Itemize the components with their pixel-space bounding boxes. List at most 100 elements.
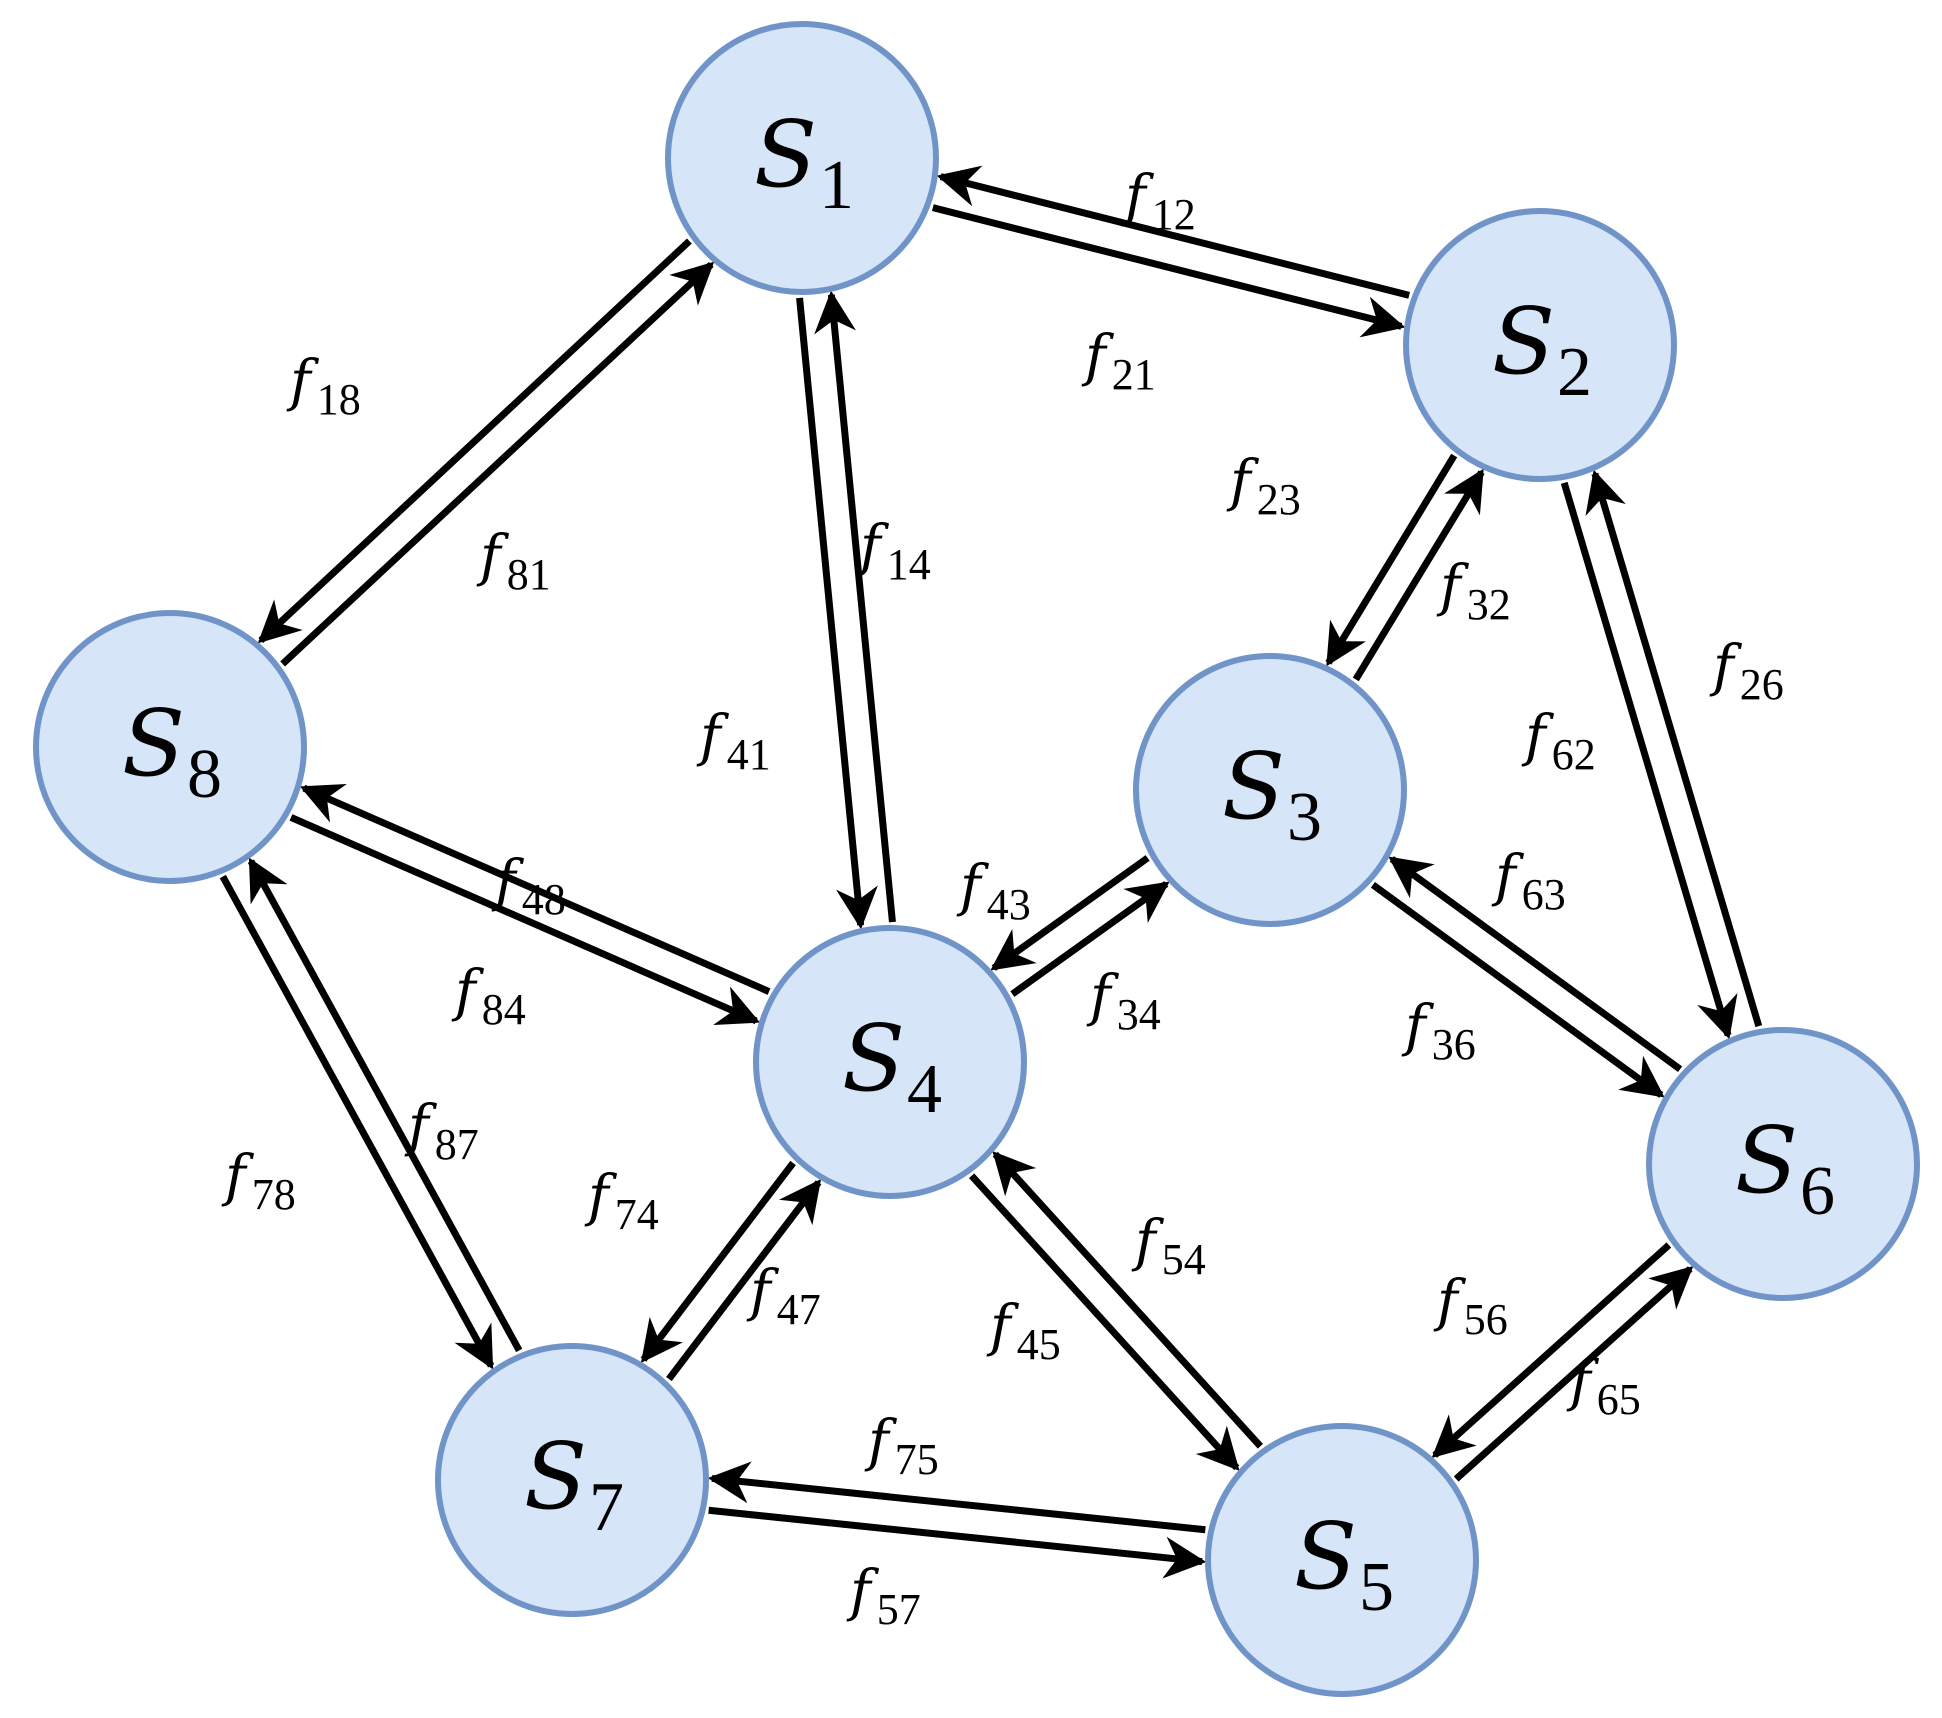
edge-label-letter: f [286, 349, 320, 414]
edge-label-subscript: 56 [1464, 1295, 1508, 1344]
edge-label-letter: f [1709, 634, 1743, 699]
edge-arrow-62 [1585, 469, 1763, 1028]
edge-label-letter: f [846, 1559, 880, 1624]
edge-arrow-84 [289, 814, 761, 1026]
edge-label-subscript: 84 [482, 985, 526, 1034]
edge-arrow-14 [796, 297, 878, 930]
node-label-letter: S [1492, 288, 1555, 395]
edge-arrow-75 [708, 1506, 1207, 1579]
node-s6: S6 [1646, 1027, 1920, 1301]
edge-label-letter: f [1433, 1269, 1467, 1334]
node-label-letter: S [754, 101, 817, 208]
edge-arrow-57 [707, 1461, 1206, 1534]
edge-label-subscript: 75 [895, 1435, 939, 1484]
node-label-subscript: 1 [819, 147, 854, 224]
edge-label-subscript: 43 [987, 880, 1031, 929]
edge-arrow-63 [1388, 856, 1683, 1072]
edge-label-letter: f [1131, 1209, 1165, 1274]
edge-label-letter: f [1436, 554, 1470, 619]
node-label: S3 [1222, 733, 1322, 856]
node-s1: S1 [665, 21, 939, 295]
edge-label-subscript: 54 [1162, 1235, 1206, 1284]
node-circle [665, 21, 939, 295]
edge-label-letter: f [1401, 994, 1435, 1059]
edge-label-subscript: 48 [522, 875, 566, 924]
edge-label-letter: f [1081, 324, 1115, 389]
edge-label-subscript: 34 [1117, 990, 1161, 1039]
node-s2: S2 [1403, 208, 1677, 482]
edge-label-letter: f [986, 1294, 1020, 1359]
node-label-subscript: 8 [187, 736, 222, 813]
edge-label-letter: f [746, 1259, 780, 1324]
node-circle [1403, 208, 1677, 482]
edge-label-letter: f [696, 704, 730, 769]
edge-label-subscript: 47 [777, 1285, 821, 1334]
edge-label-subscript: 62 [1552, 730, 1596, 779]
edge-label-subscript: 78 [252, 1170, 296, 1219]
edge-label-subscript: 12 [1152, 190, 1196, 239]
edge-arrow-54 [992, 1151, 1263, 1449]
edge-label-subscript: 36 [1432, 1020, 1476, 1069]
node-label-subscript: 3 [1287, 779, 1322, 856]
node-label-subscript: 2 [1557, 334, 1592, 411]
node-label: S7 [524, 1423, 624, 1546]
edge-label-letter: f [1521, 704, 1555, 769]
node-circle [1646, 1027, 1920, 1301]
node-label-subscript: 7 [589, 1469, 624, 1546]
edge-label-subscript: 74 [615, 1190, 659, 1239]
edge-label-letter: f [1491, 844, 1525, 909]
edge-arrow-48 [299, 783, 771, 995]
node-s8: S8 [33, 610, 307, 884]
edge-arrow-78 [247, 857, 523, 1353]
edge-label-letter: f [864, 1409, 898, 1474]
node-label-letter: S [1222, 733, 1285, 840]
edge-label-subscript: 57 [877, 1585, 921, 1634]
edge-label-subscript: 23 [1257, 475, 1301, 524]
node-label-subscript: 6 [1800, 1153, 1835, 1230]
edge-arrow-74 [666, 1179, 822, 1382]
node-label-subscript: 4 [907, 1051, 942, 1128]
node-label: S2 [1492, 288, 1592, 411]
node-label: S8 [122, 690, 222, 813]
node-label: S5 [1294, 1503, 1394, 1626]
edge-label-subscript: 63 [1522, 870, 1566, 919]
edge-label-letter: f [1086, 964, 1120, 1029]
node-s4: S4 [753, 925, 1027, 1199]
node-label: S4 [842, 1005, 942, 1128]
edge-label-subscript: 45 [1017, 1320, 1061, 1369]
edge-arrow-87 [219, 874, 495, 1370]
edge-label-subscript: 32 [1467, 580, 1511, 629]
edge-arrow-56 [1453, 1265, 1694, 1482]
edge-label-subscript: 14 [887, 540, 931, 589]
node-circle [435, 1343, 709, 1617]
edge-arrow-65 [1431, 1242, 1672, 1459]
edge-arrow-32 [1352, 468, 1485, 682]
edge-label-letter: f [451, 959, 485, 1024]
edge-label-letter: f [1226, 449, 1260, 514]
node-label-letter: S [842, 1005, 905, 1112]
edge-label-letter: f [476, 524, 510, 589]
